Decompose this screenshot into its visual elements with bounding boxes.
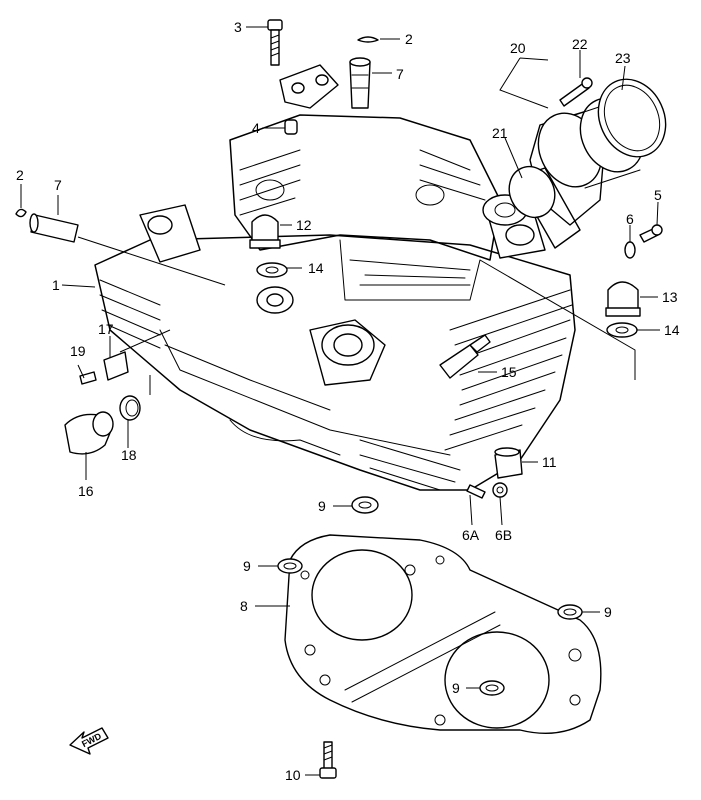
callout-3: 3 [234, 19, 242, 35]
bracket-17[interactable] [103, 351, 129, 381]
callout-19: 19 [70, 343, 86, 359]
callout-14-right: 14 [664, 322, 680, 338]
cap-nut-12[interactable] [249, 214, 281, 249]
screw-19[interactable] [79, 371, 97, 385]
callout-21: 21 [492, 125, 508, 141]
callout-15: 15 [501, 364, 517, 380]
washer-14-left[interactable] [256, 262, 288, 278]
screw-6b[interactable] [492, 482, 508, 498]
intake-screw[interactable] [559, 77, 593, 107]
callout-8: 8 [240, 598, 248, 614]
spark-plug-15[interactable] [439, 334, 491, 379]
intake-clamp[interactable] [586, 68, 678, 168]
dowel-ring-9-right[interactable] [557, 604, 583, 620]
callout-13: 13 [662, 289, 678, 305]
callout-11: 11 [542, 454, 557, 470]
cylinder-head[interactable] [94, 114, 576, 491]
washer-14-right[interactable] [606, 322, 638, 338]
callout-9-top: 9 [318, 498, 326, 514]
sleeve-7-top[interactable] [349, 57, 371, 109]
o-ring-18[interactable] [119, 395, 141, 421]
callout-4: 4 [252, 120, 260, 136]
callout-1: 1 [52, 277, 60, 293]
dowel-11[interactable] [494, 447, 523, 479]
dowel-ring-9-bottom[interactable] [479, 680, 505, 696]
washer-6[interactable] [624, 241, 636, 259]
bolt-10[interactable] [319, 741, 337, 779]
callout-6a: 6A [462, 527, 480, 543]
dowel-4[interactable] [284, 119, 298, 135]
callout-2-left: 2 [16, 167, 24, 183]
clip-2-left[interactable] [15, 208, 27, 218]
callout-9-right: 9 [604, 604, 612, 620]
callout-7-left: 7 [54, 177, 62, 193]
bolt-5[interactable] [639, 224, 663, 243]
dowel-ring-9-left[interactable] [277, 558, 303, 574]
cam-holder[interactable] [279, 64, 339, 109]
intake-flange-gasket[interactable] [501, 159, 581, 249]
callout-2-top: 2 [405, 31, 413, 47]
callout-20: 20 [510, 40, 526, 56]
plug-cap-16[interactable] [64, 411, 114, 455]
sleeve-7-left[interactable] [29, 213, 79, 243]
callout-9-left: 9 [243, 558, 251, 574]
callout-23: 23 [615, 50, 631, 66]
cap-nut-13[interactable] [605, 281, 641, 317]
callout-7-top: 7 [396, 66, 404, 82]
callout-12: 12 [296, 217, 312, 233]
screw-6a[interactable] [466, 484, 486, 499]
callout-17: 17 [98, 321, 114, 337]
head-gasket-8[interactable] [284, 534, 602, 735]
callout-14-left: 14 [308, 260, 324, 276]
dowel-ring-9-top[interactable] [351, 496, 379, 514]
callout-18: 18 [121, 447, 137, 463]
fwd-marker: FWD [69, 727, 109, 755]
callout-labels: 3 2 7 4 20 22 23 21 2 7 5 6 12 14 1 13 1… [16, 19, 680, 783]
callout-22: 22 [572, 36, 588, 52]
callout-6b: 6B [495, 527, 512, 543]
callout-5: 5 [654, 187, 662, 203]
leader-lines [20, 26, 660, 776]
forward-arrow-icon [69, 727, 109, 755]
callout-6: 6 [626, 211, 634, 227]
callout-16: 16 [78, 483, 94, 499]
callout-10: 10 [285, 767, 301, 783]
bolt-3[interactable] [267, 19, 283, 66]
callout-9-bottom: 9 [452, 680, 460, 696]
clip-2-top[interactable] [357, 36, 379, 43]
